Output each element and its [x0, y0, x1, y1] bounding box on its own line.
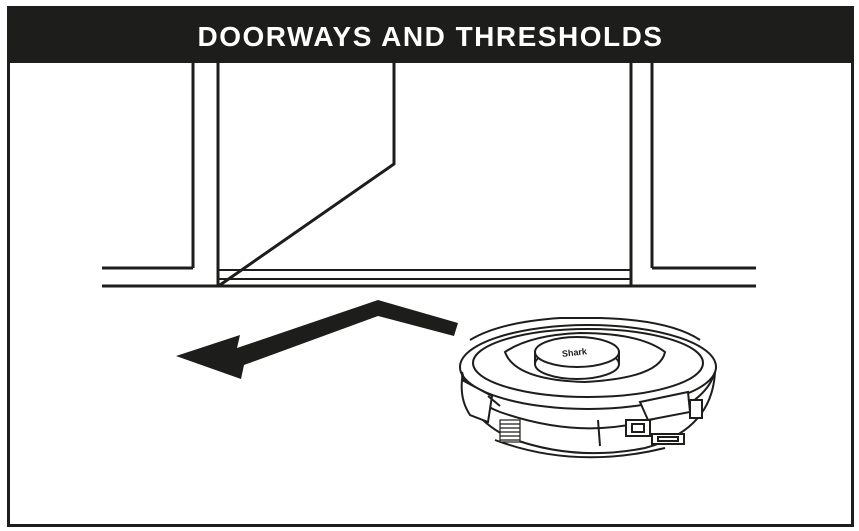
panel-header: DOORWAYS AND THRESHOLDS	[10, 9, 851, 63]
left-arrow-icon	[176, 300, 458, 379]
grille	[499, 419, 521, 443]
robot-vacuum-icon: Shark	[459, 317, 717, 459]
page-title: DOORWAYS AND THRESHOLDS	[197, 21, 664, 52]
open-door	[219, 60, 396, 287]
robot-logo: Shark	[561, 346, 588, 359]
door-frame	[102, 60, 756, 288]
threshold	[218, 269, 631, 280]
